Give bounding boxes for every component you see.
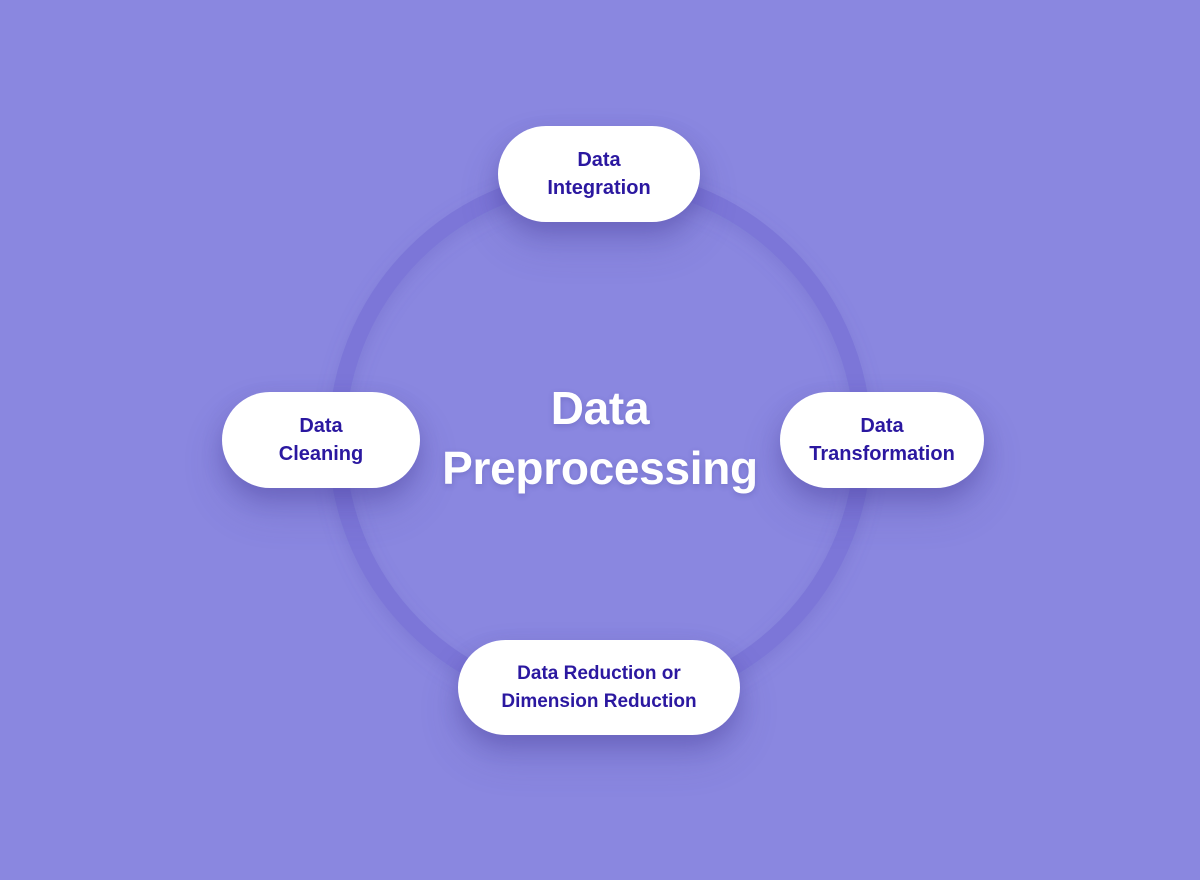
node-data-integration-label: Data Integration	[547, 149, 651, 199]
node-data-transformation[interactable]: Data Transformation	[780, 392, 984, 488]
node-data-integration[interactable]: Data Integration	[498, 126, 700, 222]
node-data-cleaning-label: Data Cleaning	[278, 415, 364, 465]
diagram-title-line-2: Preprocessing	[442, 442, 758, 494]
diagram-title: Data Preprocessing	[380, 378, 820, 498]
node-data-cleaning[interactable]: Data Cleaning	[222, 392, 420, 488]
diagram-title-line-1: Data	[550, 382, 650, 434]
node-data-reduction[interactable]: Data Reduction or Dimension Reduction	[458, 640, 740, 735]
node-data-transformation-label: Data Transformation	[809, 415, 955, 465]
node-data-reduction-label: Data Reduction or Dimension Reduction	[501, 662, 697, 712]
